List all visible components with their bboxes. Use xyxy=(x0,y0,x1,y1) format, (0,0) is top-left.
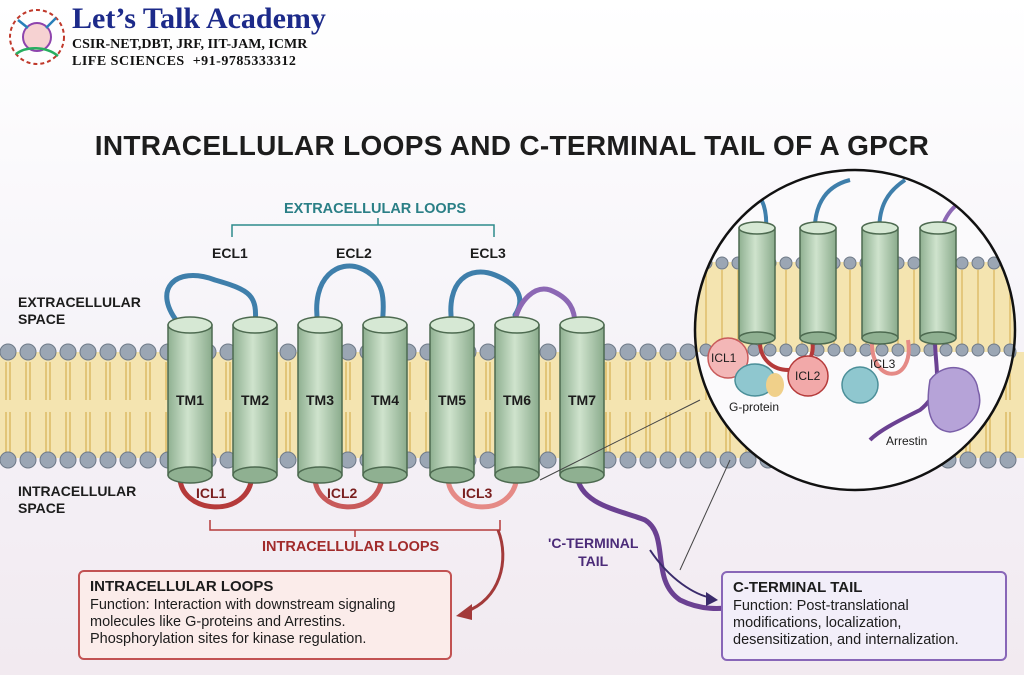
icl-box-title: INTRACELLULAR LOOPS xyxy=(90,578,274,595)
helix-label: TM6 xyxy=(503,392,531,408)
inset-icl1-label: ICL1 xyxy=(711,351,737,365)
logo-title: Let’s Talk Academy xyxy=(72,2,326,35)
logo-subtitle: CSIR-NET,DBT, JRF, IIT-JAM, ICMR xyxy=(72,37,308,52)
c-tail-label: 'C-TERMINAL TAIL xyxy=(548,535,639,569)
icl-group-label: INTRACELLULAR LOOPS xyxy=(262,539,440,555)
icl-bracket xyxy=(209,520,501,537)
logo: Let’s Talk Academy CSIR-NET,DBT, JRF, II… xyxy=(72,2,326,70)
icl-box-body: Function: Interaction with downstream si… xyxy=(90,597,396,647)
icl-function-box: INTRACELLULAR LOOPS Function: Interactio… xyxy=(78,570,452,660)
helix-label: TM3 xyxy=(306,392,334,408)
inset-icl2-label: ICL2 xyxy=(795,369,821,383)
helix-tm2: TM2 xyxy=(232,316,278,484)
helix-label: TM2 xyxy=(241,392,269,408)
logo-contact: LIFE SCIENCES +91-9785333312 xyxy=(72,54,297,69)
icl1-label: ICL1 xyxy=(196,485,227,501)
inset-icl3-label: ICL3 xyxy=(870,357,896,371)
inset-arrestin-label: Arrestin xyxy=(886,434,928,448)
helix-label: TM1 xyxy=(176,392,204,408)
icl-arrowhead xyxy=(456,604,472,620)
ecl-bracket xyxy=(231,218,495,237)
ctail-function-box: C-TERMINAL TAIL Function: Post-translati… xyxy=(721,571,1007,661)
logo-icon xyxy=(9,9,65,65)
ctail-box-title: C-TERMINAL TAIL xyxy=(733,579,863,596)
icl3-loop xyxy=(445,472,520,510)
intracellular-space-label: INTRACELLULAR SPACE xyxy=(18,483,137,516)
helix-tm5: TM5 xyxy=(429,316,475,484)
ctail-box-body: Function: Post-translational modificatio… xyxy=(733,598,959,648)
inset-zoom xyxy=(693,168,1017,492)
icl2-loop xyxy=(312,472,385,510)
ecl1-loop xyxy=(164,273,259,328)
helix-label: TM7 xyxy=(568,392,596,408)
intracellular-loops xyxy=(177,472,520,510)
page-title: INTRACELLULAR LOOPS AND C-TERMINAL TAIL … xyxy=(94,130,930,161)
icl2-label: ICL2 xyxy=(327,485,358,501)
transmembrane-helices: TM1 TM2 TM3 TM4 TM5 TM6 TM7 xyxy=(167,316,605,484)
ecl3-label: ECL3 xyxy=(470,245,506,261)
helix-tm3: TM3 xyxy=(297,316,343,484)
ecl3-purple-segment xyxy=(512,286,578,328)
c-terminal-tail xyxy=(574,472,743,611)
helix-tm1: TM1 xyxy=(167,316,213,484)
inset-gprotein-label: G-protein xyxy=(729,400,780,414)
helix-label: TM4 xyxy=(371,392,399,408)
icl3-label: ICL3 xyxy=(462,485,493,501)
extracellular-loops xyxy=(164,263,523,328)
extracellular-space-label: EXTRACELLULAR SPACE xyxy=(18,294,141,327)
ecl-group-label: EXTRACELLULAR LOOPS xyxy=(284,201,467,217)
ctail-arrowhead xyxy=(706,592,718,606)
ecl3-loop xyxy=(448,269,523,328)
ecl2-loop xyxy=(314,263,386,328)
helix-tm6: TM6 xyxy=(494,316,540,484)
icl1-loop xyxy=(177,472,255,510)
helix-tm7: TM7 xyxy=(559,316,605,484)
ecl2-label: ECL2 xyxy=(336,245,372,261)
helix-tm4: TM4 xyxy=(362,316,408,484)
ecl1-label: ECL1 xyxy=(212,245,248,261)
helix-label: TM5 xyxy=(438,392,466,408)
icl-arrow xyxy=(464,529,505,614)
